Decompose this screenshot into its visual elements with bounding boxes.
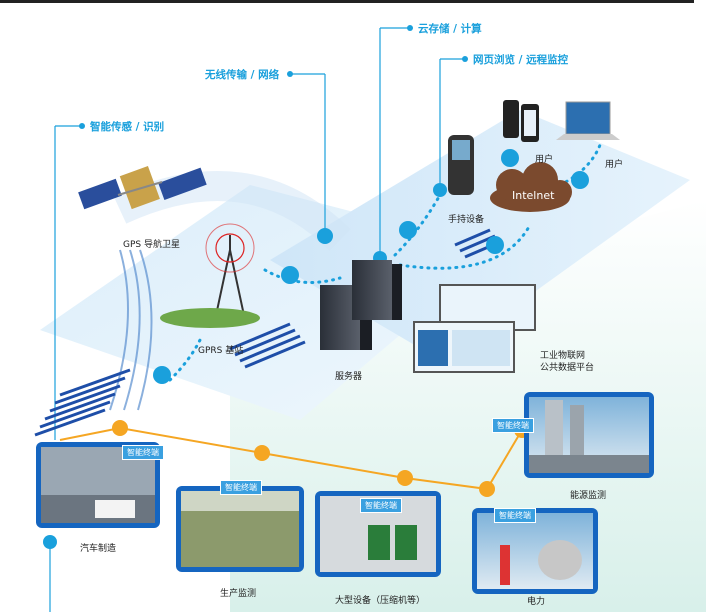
internet-cloud-icon — [490, 162, 572, 212]
link-icon-2 — [153, 366, 171, 384]
power-label: 电力 — [527, 597, 546, 607]
hatch-stripes — [34, 228, 501, 437]
user-label-1: 用户 — [535, 155, 554, 165]
handheld-icon — [448, 135, 474, 195]
cloud-header: 云存储 / 计算 — [418, 23, 482, 35]
terminal-tag-power: 智能终端 — [494, 508, 536, 523]
energy-label: 能源监测 — [570, 491, 607, 501]
gps-label: GPS 导航卫星 — [123, 240, 180, 250]
wireless-header: 无线传输 / 网络 — [205, 69, 280, 81]
wireless-dot — [287, 71, 293, 77]
photo-equipment — [315, 491, 441, 577]
web-node-dot — [433, 183, 447, 197]
terminal-tag-equipment: 智能终端 — [360, 498, 402, 513]
internet-label: Intelnet — [512, 189, 555, 202]
tower-icon — [160, 223, 260, 328]
cloud-dot — [407, 25, 413, 31]
terminal-network-line — [59, 426, 523, 491]
dotted-links — [168, 143, 602, 382]
link-icon-5 — [501, 149, 519, 167]
terminal-tag-energy: 智能终端 — [492, 418, 534, 433]
bottom-node-dot — [43, 535, 57, 549]
terminal-tag-production: 智能终端 — [220, 480, 262, 495]
photo-power — [472, 508, 598, 594]
sensing-header: 智能传感 / 识别 — [90, 121, 165, 133]
gprs-label: GPRS 基站 — [198, 346, 244, 356]
web-dot — [462, 56, 468, 62]
equipment-label: 大型设备（压缩机等） — [335, 596, 426, 606]
production-label: 生产监测 — [220, 589, 257, 599]
laptop-icon — [556, 101, 620, 140]
link-icon-1 — [281, 266, 299, 284]
photo-production — [176, 486, 304, 572]
wireless-node-dot — [317, 228, 333, 244]
user-label-2: 用户 — [605, 160, 624, 170]
web-header: 网页浏览 / 远程监控 — [473, 54, 569, 66]
sensing-dot — [79, 123, 85, 129]
link-icon-3 — [399, 221, 417, 239]
photo-energy — [524, 392, 654, 478]
platform-label-1: 工业物联网 — [540, 351, 586, 361]
satellite-icon — [78, 165, 207, 210]
top-border — [0, 0, 706, 3]
terminal-tag-auto: 智能终端 — [122, 445, 164, 460]
handheld-label: 手持设备 — [448, 215, 485, 225]
link-icon-6 — [571, 171, 589, 189]
server-icon — [320, 260, 402, 350]
gps-signal-icon — [109, 249, 153, 411]
platform-screens-icon — [413, 284, 536, 373]
server-label: 服务器 — [335, 372, 363, 382]
platform-label-2: 公共数据平台 — [540, 363, 595, 373]
link-icon-4 — [486, 236, 504, 254]
phone-icon — [503, 100, 539, 142]
auto-label: 汽车制造 — [80, 544, 117, 554]
